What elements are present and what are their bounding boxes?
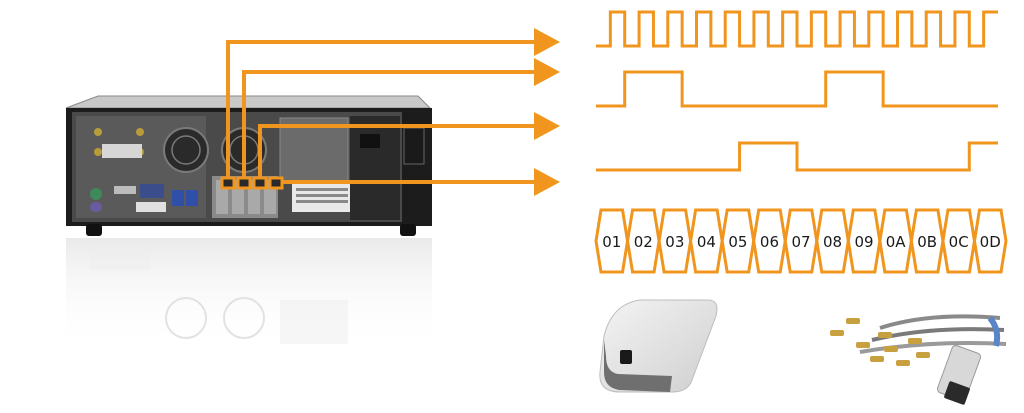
waveform-ch2 (596, 70, 998, 108)
bus-cell (657, 208, 693, 274)
signal-routes (226, 28, 560, 196)
bus-value-label: 01 (602, 233, 621, 251)
bus-value-label: 03 (665, 233, 684, 251)
bus-decode-row: 01 02 03 04 05 06 07 08 09 0A 0B 0C 0D (594, 208, 1008, 274)
signal-route (226, 40, 536, 178)
power-adapter-icon (599, 299, 718, 393)
bus-cell (815, 208, 850, 274)
rack-instrument-rear-panel-icon (65, 95, 432, 236)
bus-cell (909, 208, 945, 274)
bus-cell (972, 208, 1008, 274)
bus-cell (783, 208, 819, 274)
bus-value-label: 02 (634, 233, 653, 251)
bus-value-label: 06 (760, 233, 779, 251)
channel-connector (236, 176, 252, 190)
signal-route (258, 124, 536, 178)
bus-value-label: 05 (728, 233, 747, 251)
waveform-ch1 (596, 10, 998, 48)
bus-cell (752, 208, 787, 274)
bus-cell (846, 208, 882, 274)
bus-cell (626, 208, 661, 274)
signal-route (242, 70, 536, 178)
digital-waveforms (596, 10, 998, 172)
channel-connector (220, 176, 236, 190)
bus-cell (594, 208, 630, 274)
bus-value-label: 08 (823, 233, 842, 251)
bus-cell (878, 208, 913, 274)
waveform-ch4 (596, 141, 998, 172)
bus-value-label: 0A (886, 233, 907, 251)
channel-connector (252, 176, 268, 190)
device-reflection (66, 238, 432, 348)
bus-value-label: 07 (791, 233, 810, 251)
arrow-head (534, 28, 560, 56)
bus-cell (689, 208, 724, 274)
bus-cell (720, 208, 756, 274)
bus-value-label: 0C (949, 233, 969, 251)
bus-value-label: 04 (697, 233, 716, 251)
arrow-head (534, 112, 560, 140)
bus-value-label: 09 (855, 233, 874, 251)
channel-connector (268, 176, 284, 190)
arrow-head (534, 168, 560, 196)
bus-value-label: 0D (980, 233, 1001, 251)
bus-value-label: 0B (917, 233, 937, 251)
arrow-head (534, 58, 560, 86)
bus-cell (941, 208, 976, 274)
cable-harness-icon (830, 314, 1007, 405)
